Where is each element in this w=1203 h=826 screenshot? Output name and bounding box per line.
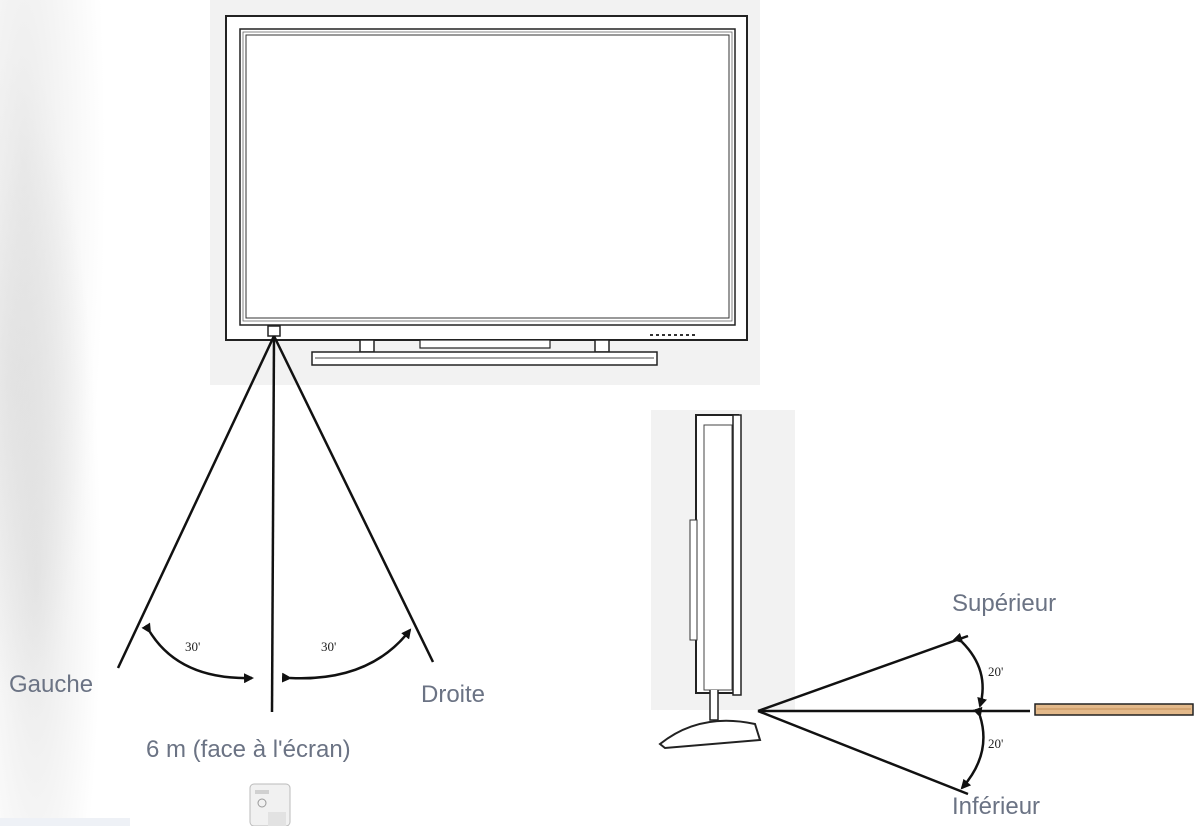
upper-angle-label: 20' <box>988 664 1004 679</box>
vertical-range-lines <box>757 634 1030 796</box>
right-angle-label: 30' <box>321 639 337 654</box>
background-texture <box>0 0 120 826</box>
left-label: Gauche <box>9 671 94 698</box>
horizontal-range-lines <box>116 335 435 713</box>
tv-stand-front <box>311 339 658 366</box>
left-angle-arrow <box>141 622 254 684</box>
ir-receiver-icon <box>267 325 281 337</box>
remote-front-icon <box>249 783 291 826</box>
up-angle-arrow <box>952 632 987 708</box>
tv-side-view <box>651 410 795 750</box>
distance-label: 6 m (face à l'écran) <box>146 736 351 763</box>
tv-front-view <box>210 0 760 385</box>
lower-angle-label: 20' <box>988 736 1004 751</box>
left-angle-label: 30' <box>185 639 201 654</box>
upper-label: Supérieur <box>952 590 1057 617</box>
down-angle-arrow <box>960 706 985 790</box>
right-label: Droite <box>421 681 486 708</box>
remote-control-icon <box>1034 703 1194 716</box>
lower-label: Inférieur <box>952 793 1041 820</box>
right-angle-arrow <box>281 628 412 683</box>
